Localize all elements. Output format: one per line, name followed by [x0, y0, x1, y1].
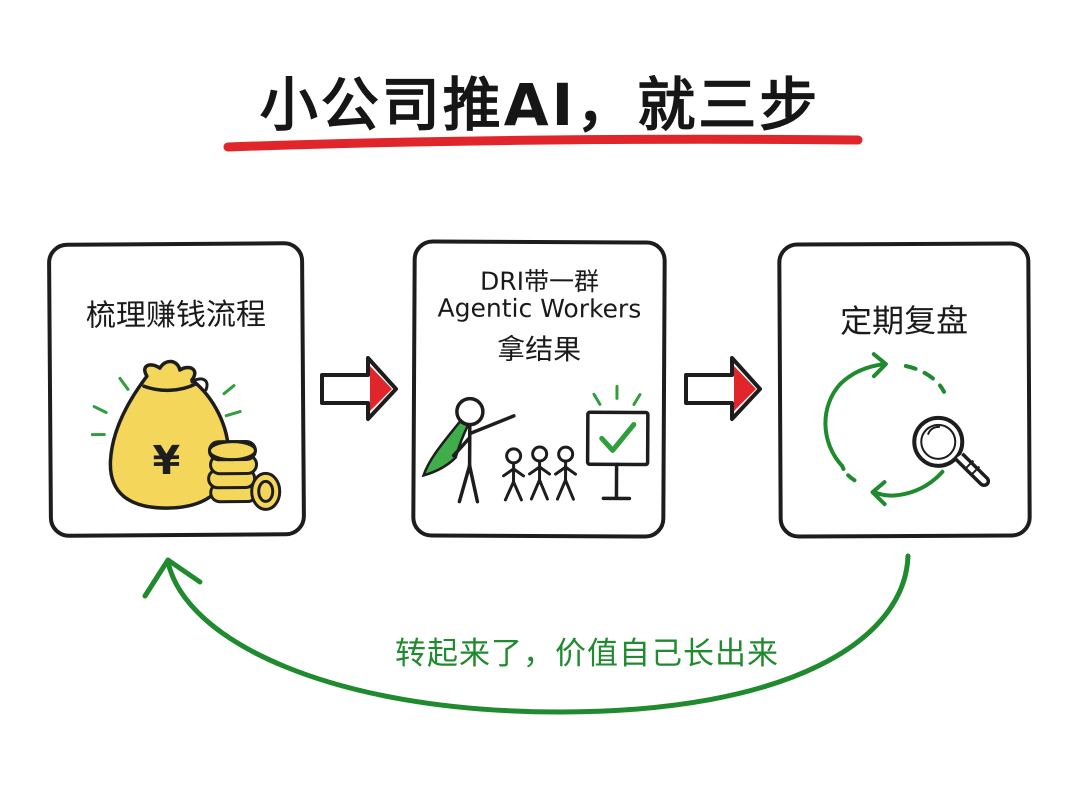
page-title: 小公司推AI，就三步	[259, 71, 821, 139]
step-arrow-2	[684, 356, 762, 421]
step-arrow-1	[320, 356, 398, 421]
check-board	[585, 384, 650, 501]
step-card-2: DRI带一群 Agentic Workers 拿结果	[411, 239, 667, 539]
magnifier-icon	[912, 415, 990, 487]
team-figures	[502, 445, 578, 502]
loop-caption: 转起来了，价值自己长出来	[395, 636, 779, 672]
step-card-3: 定期复盘	[777, 241, 1032, 539]
cape	[421, 420, 470, 478]
leader-team-icon	[421, 384, 650, 504]
step-card-1: 梳理赚钱流程 ¥	[46, 241, 307, 538]
yen-symbol: ¥	[152, 438, 180, 484]
review-cycle-icon	[823, 352, 990, 507]
money-bag-icon: ¥	[90, 359, 282, 511]
loop-arrow	[142, 553, 911, 715]
title-underline	[223, 134, 863, 152]
